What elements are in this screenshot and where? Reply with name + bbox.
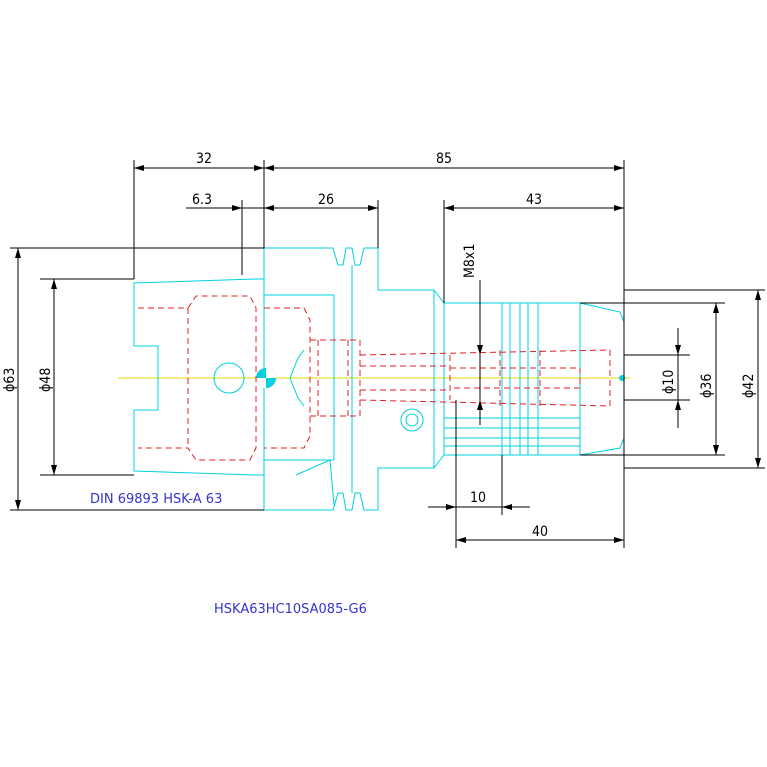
part-outline [133,247,625,511]
dim-dia-48: ϕ48 [38,368,54,392]
dim-dia-36: ϕ36 [699,374,715,398]
dim-shank-offset: 6.3 [192,192,212,208]
dimension-lines [10,160,765,548]
hidden-lines [138,295,611,461]
dim-flange-to-groove: 26 [318,192,334,208]
dim-body-length: 43 [526,192,542,208]
dim-slot-width: 10 [470,490,486,506]
dim-overall-length: 85 [436,151,452,167]
arrowheads [15,165,761,543]
dim-dia-63: ϕ63 [2,368,18,392]
dim-dia-10: ϕ10 [661,370,677,394]
dim-flange-length: 32 [196,151,212,167]
dim-thread: M8x1 [462,244,478,278]
standard-label: DIN 69893 HSK-A 63 [90,492,222,507]
dim-dia-42: ϕ42 [741,374,757,398]
part-number: HSKA63HC10SA085-G6 [214,602,367,617]
dim-clamp-length: 40 [532,524,548,540]
